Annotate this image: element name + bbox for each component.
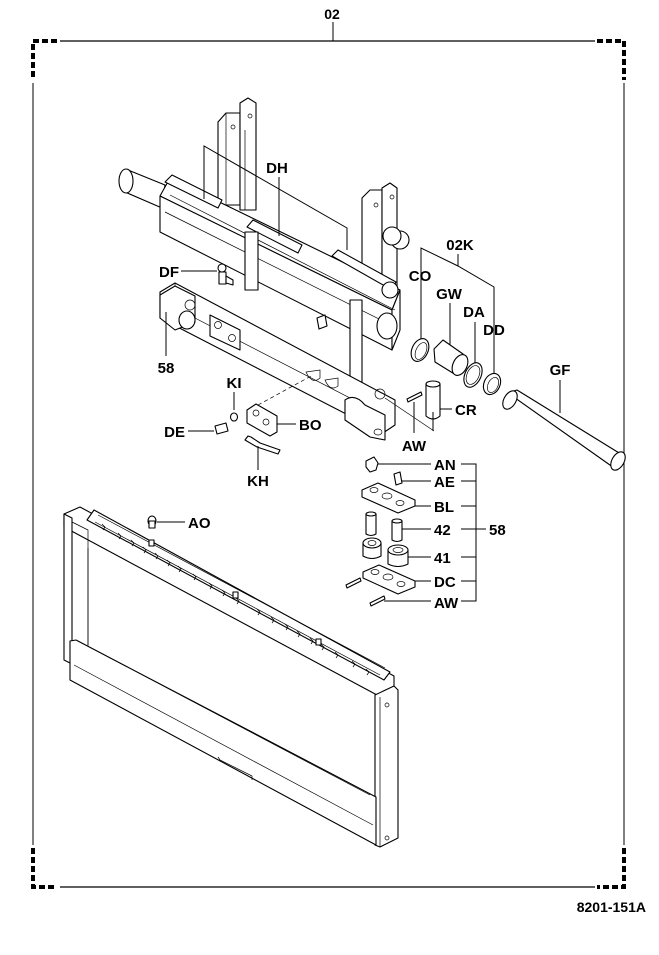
callout-CR-label: CR xyxy=(455,402,477,419)
callout-BO-label: BO xyxy=(299,417,322,434)
callout-AO-label: AO xyxy=(188,515,211,532)
carriage-body xyxy=(159,231,396,441)
callout-DD-label: DD xyxy=(483,322,505,339)
callout-41-label: 41 xyxy=(434,550,451,567)
bushing-42b xyxy=(391,520,403,543)
callout-DH: DH xyxy=(203,145,348,250)
spring-pin-AW-lower-b xyxy=(369,595,386,607)
bracket-group: KI DE BO KH xyxy=(164,374,322,490)
grease-nipple-AO: AO xyxy=(147,515,211,532)
spring-pin-AW: AW xyxy=(384,391,435,455)
retaining-bolt-DE xyxy=(214,422,229,435)
callout-DE-label: DE xyxy=(164,424,185,441)
callout-BL-label: BL xyxy=(434,499,454,516)
frame-corner-br xyxy=(597,848,626,889)
callout-AE-label: AE xyxy=(434,474,455,491)
frame-corner-tl xyxy=(31,39,57,80)
callout-CO-label: CO xyxy=(409,268,432,285)
callout-58-right-label: 58 xyxy=(489,522,506,539)
assembly-frame: 02 8201-151A xyxy=(31,6,646,915)
carriage-crossbar xyxy=(118,168,401,351)
callout-KI-label: KI xyxy=(227,375,242,392)
callout-02K-label: 02K xyxy=(446,237,474,254)
bracket-BO xyxy=(246,403,278,437)
callout-AN-label: AN xyxy=(434,457,456,474)
bushing-42 xyxy=(365,513,377,537)
spring-pin-AW-lower xyxy=(345,577,362,589)
plate-BL xyxy=(361,482,416,514)
fork-notches xyxy=(101,523,370,676)
callout-DA-label: DA xyxy=(463,304,485,321)
seal-DD xyxy=(482,372,502,396)
callout-42-label: 42 xyxy=(434,522,451,539)
callout-AW-bottom-label: AW xyxy=(434,595,459,612)
roller-assembly-58: AN AE BL 42 41 DC xyxy=(345,456,506,612)
callout-58-left-label: 58 xyxy=(158,360,175,377)
kit-02K: 02K CO GW DA DD xyxy=(409,237,505,396)
callout-DH-label: DH xyxy=(266,160,288,177)
drawing-number: 8201-151A xyxy=(577,899,646,915)
frame-corner-tr xyxy=(597,39,626,80)
callout-DC-label: DC xyxy=(434,574,456,591)
washer-KI xyxy=(229,412,239,422)
pin-CR: CR xyxy=(425,380,477,420)
grease-nipple-AE xyxy=(393,471,403,486)
callout-AW-top-label: AW xyxy=(402,438,427,455)
snap-ring-DA xyxy=(463,362,483,388)
callout-GW-label: GW xyxy=(436,286,463,303)
grease-nipple-DF: DF xyxy=(159,263,234,286)
frame-fitting-2 xyxy=(232,591,239,599)
callout-KH-label: KH xyxy=(247,473,269,490)
callout-GF-label: GF xyxy=(550,362,571,379)
shaft-GF: GF xyxy=(502,362,626,471)
frame-fitting-1 xyxy=(148,539,155,547)
frame-fitting-3 xyxy=(315,638,322,646)
frame-corner-bl xyxy=(31,848,57,889)
hook-KH xyxy=(244,435,281,455)
grease-nipple-AN xyxy=(365,456,379,473)
mast-upright-left xyxy=(217,97,257,211)
callout-DF-label: DF xyxy=(159,264,179,281)
callout-58-left: 58 xyxy=(158,312,175,377)
plate-DC xyxy=(362,564,416,595)
fork-carriage-frame xyxy=(63,506,399,848)
assembly-label: 02 xyxy=(324,6,340,22)
collar-CO xyxy=(410,338,430,362)
